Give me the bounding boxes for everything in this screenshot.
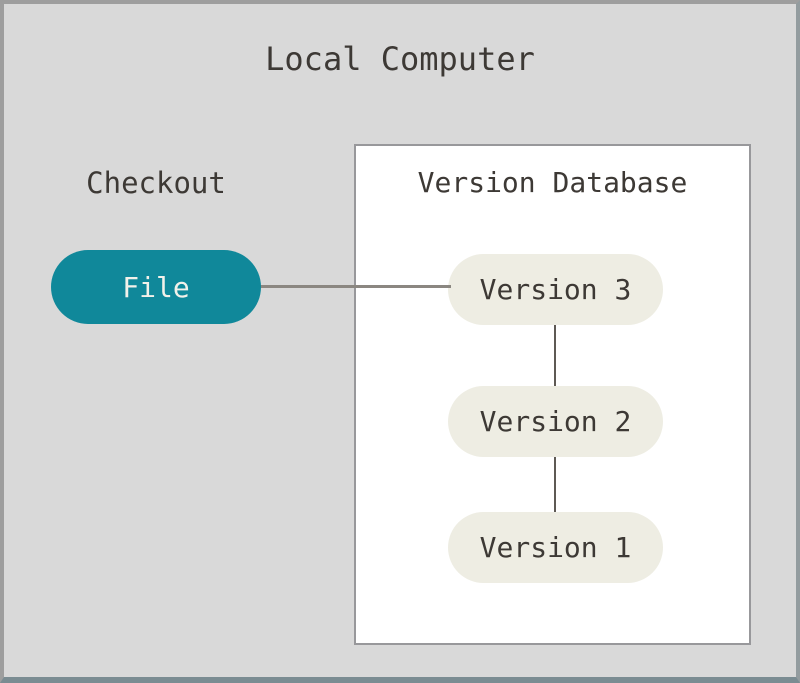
file-node: File bbox=[51, 250, 261, 324]
diagram-title: Local Computer bbox=[265, 40, 535, 78]
file-to-version3-connector-line bbox=[256, 285, 451, 288]
version-3-label: Version 3 bbox=[479, 273, 632, 306]
version3-to-version2-connector-line bbox=[554, 325, 556, 386]
version-2-node: Version 2 bbox=[448, 386, 663, 457]
version2-to-version1-connector-line bbox=[554, 457, 556, 512]
version-database-title: Version Database bbox=[417, 166, 688, 199]
version-2-label: Version 2 bbox=[479, 405, 632, 438]
version-1-node: Version 1 bbox=[448, 512, 663, 583]
version-database-box: Version Database Version 3 Version 2 Ver… bbox=[354, 144, 751, 645]
file-node-label: File bbox=[122, 270, 190, 304]
version-1-label: Version 1 bbox=[479, 531, 632, 564]
checkout-section-label: Checkout bbox=[86, 166, 226, 200]
version-3-node: Version 3 bbox=[448, 254, 663, 325]
